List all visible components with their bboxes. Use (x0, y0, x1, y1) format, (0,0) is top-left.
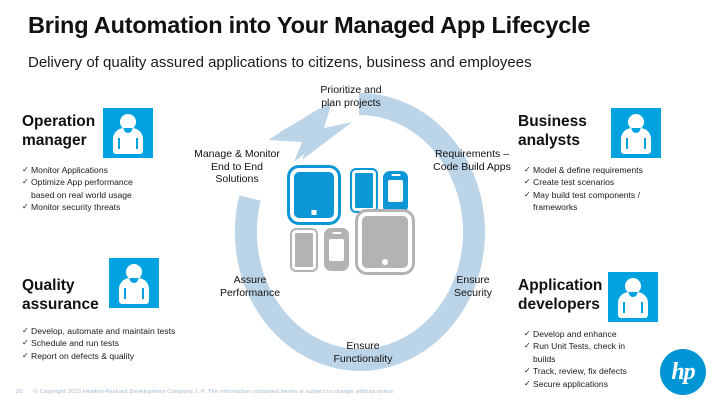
list-item: Monitor security threats (22, 201, 202, 213)
persona-quality-assurance: Quality assurance Develop, automate and … (22, 258, 227, 362)
person-icon (108, 258, 159, 308)
persona-bullet-list: Develop, automate and maintain tests Sch… (22, 325, 227, 362)
persona-bullet-list: Monitor Applications Optimize App perfor… (22, 164, 202, 214)
copyright-text: © Copyright 2013 Hewlett-Packard Develop… (33, 389, 394, 395)
list-item: May build test components / frameworks (524, 189, 703, 214)
list-item: Report on defects & quality (22, 350, 227, 362)
list-item: Model & define requirements (524, 164, 703, 176)
person-icon (610, 108, 661, 158)
cycle-label-manage-monitor: Manage & Monitor End to End Solutions (194, 148, 280, 186)
list-item: Secure applications (524, 378, 703, 390)
persona-application-developers: Application developers Develop and enhan… (518, 272, 703, 390)
list-item: Develop, automate and maintain tests (22, 325, 227, 337)
page-subtitle: Delivery of quality assured applications… (28, 54, 532, 71)
persona-title: Application developers (518, 277, 603, 314)
persona-title: Quality assurance (22, 277, 99, 314)
list-item: Track, review, fix defects (524, 365, 703, 377)
footer-copyright: 20 © Copyright 2013 Hewlett-Packard Deve… (16, 389, 393, 395)
cycle-label-assure-performance: Assure Performance (219, 274, 281, 299)
persona-operation-manager: Operation manager Monitor Applications O… (22, 108, 202, 214)
person-icon (103, 108, 154, 158)
handheld-grey-icon (324, 228, 349, 271)
list-item: Optimize App performance based on real w… (22, 176, 202, 201)
persona-header: Business analysts (518, 108, 703, 158)
cycle-label-ensure-security: Ensure Security (454, 274, 492, 299)
list-item: Monitor Applications (22, 164, 202, 176)
tablet-grey-icon (358, 212, 412, 272)
hp-logo: hp (660, 349, 706, 395)
persona-title: Operation manager (22, 113, 96, 150)
lifecycle-cycle-diagram: Prioritize and plan projects Manage & Mo… (194, 84, 511, 376)
list-item: Schedule and run tests (22, 337, 227, 349)
person-icon (608, 272, 659, 322)
page-number: 20 (16, 389, 23, 395)
persona-business-analysts: Business analysts Model & define require… (518, 108, 703, 214)
page-title: Bring Automation into Your Managed App L… (28, 12, 591, 38)
list-item: Run Unit Tests, check in builds (524, 340, 703, 365)
persona-header: Quality assurance (22, 258, 227, 315)
cycle-label-prioritize: Prioritize and plan projects (320, 84, 382, 109)
cycle-arrow-graphic (234, 93, 486, 372)
list-item: Create test scenarios (524, 176, 703, 188)
phone-blue-icon (352, 170, 376, 211)
persona-header: Operation manager (22, 108, 202, 158)
phone-grey-icon (292, 230, 316, 270)
persona-bullet-list: Develop and enhance Run Unit Tests, chec… (524, 328, 703, 390)
device-cluster (290, 168, 416, 272)
persona-title: Business analysts (518, 113, 587, 150)
persona-header: Application developers (518, 272, 703, 322)
persona-bullet-list: Model & define requirements Create test … (524, 164, 703, 214)
tablet-blue-icon (290, 168, 338, 222)
cycle-label-ensure-functionality: Ensure Functionality (333, 340, 393, 365)
cycle-label-requirements: Requirements – Code Build Apps (433, 148, 511, 173)
handheld-blue-icon (383, 171, 408, 213)
list-item: Develop and enhance (524, 328, 703, 340)
hp-logo-text: hp (671, 359, 695, 385)
